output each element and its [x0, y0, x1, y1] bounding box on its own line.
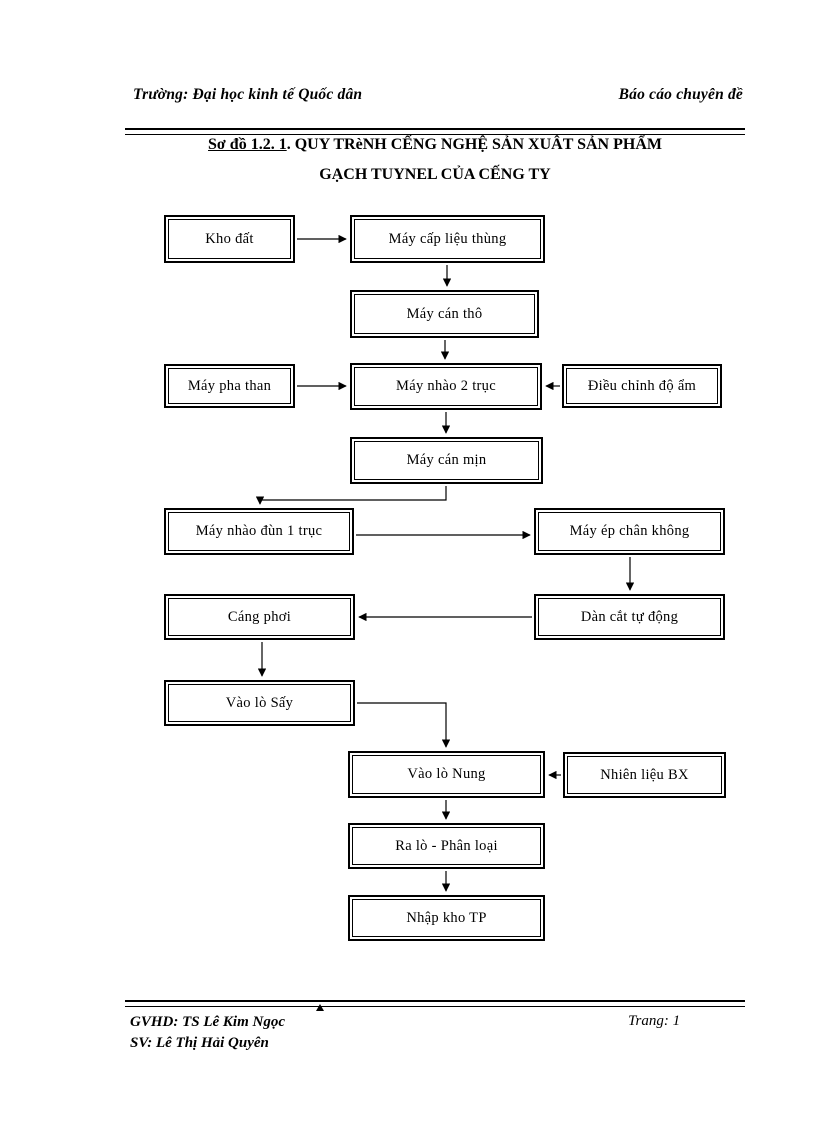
flow-node-nhap-kho-tp: Nhập kho TP: [348, 895, 545, 941]
footer-student: SV: Lê Thị Hải Quyên: [130, 1035, 269, 1051]
header-school: Trường: Đại học kinh tế Quốc dân: [133, 86, 363, 103]
flow-node-label: Máy nhào 2 trục: [354, 367, 538, 406]
header-report-type: Báo cáo chuyên đề: [618, 86, 743, 103]
flow-node-label: Máy ép chân không: [538, 512, 721, 551]
flow-node-kho-dat: Kho đất: [164, 215, 295, 263]
flow-node-label: Máy nhào đùn 1 trục: [168, 512, 350, 551]
flow-node-may-cap-lieu-thung: Máy cấp liệu thùng: [350, 215, 545, 263]
flow-node-label: Máy cán mịn: [354, 441, 539, 480]
flow-node-ra-lo-phan-loai: Ra lò - Phân loại: [348, 823, 545, 869]
flow-node-may-can-min: Máy cán mịn: [350, 437, 543, 484]
flow-node-may-ep-chan-khong: Máy ép chân không: [534, 508, 725, 555]
flow-node-label: Vào lò Nung: [352, 755, 541, 794]
page-title-rest: . QUY TRèNH CẾNG NGHỆ SẢN XUÂT SẢN PHẨM: [286, 136, 662, 153]
flow-node-label: Nhiên liệu BX: [567, 756, 722, 794]
footer-divider: [125, 1000, 745, 1007]
footer-supervisor: GVHD: TS Lê Kim Ngọc: [130, 1014, 285, 1030]
flow-node-dan-cat-tu-dong: Dàn cắt tự động: [534, 594, 725, 640]
flow-node-label: Dàn cắt tự động: [538, 598, 721, 636]
footer-marker-icon: [316, 1004, 324, 1011]
footer-page-number: Trang: 1: [628, 1013, 681, 1029]
flow-node-cang-phoi: Cáng phơi: [164, 594, 355, 640]
flow-node-label: Máy cán thô: [354, 294, 535, 334]
flow-node-may-can-tho: Máy cán thô: [350, 290, 539, 338]
flow-node-may-nhao-2-truc: Máy nhào 2 trục: [350, 363, 542, 410]
flow-node-label: Ra lò - Phân loại: [352, 827, 541, 865]
flow-node-may-pha-than: Máy pha than: [164, 364, 295, 408]
schema-number: Sơ đồ 1.2. 1: [208, 136, 287, 153]
flow-node-may-nhao-dun-1-truc: Máy nhào đùn 1 trục: [164, 508, 354, 555]
flow-node-label: Máy cấp liệu thùng: [354, 219, 541, 259]
page-title-line-1: Sơ đồ 1.2. 1. QUY TRèNH CẾNG NGHỆ SẢN XU…: [125, 136, 745, 154]
flow-node-label: Nhập kho TP: [352, 899, 541, 937]
flow-node-label: Kho đất: [168, 219, 291, 259]
edge-vao-lo-say-to-vao-lo-nung: [357, 702, 451, 748]
flow-node-label: Cáng phơi: [168, 598, 351, 636]
footer-authors: GVHD: TS Lê Kim Ngọc SV: Lê Thị Hải Quyê…: [130, 1012, 285, 1054]
page-header: Trường: Đại học kinh tế Quốc dân Báo cáo…: [133, 86, 743, 104]
page-title-line-2: GẠCH TUYNEL CỦA CẾNG TY: [319, 166, 551, 183]
flow-node-vao-lo-nung: Vào lò Nung: [348, 751, 545, 798]
flow-node-label: Máy pha than: [168, 368, 291, 404]
flow-node-label: Vào lò Sấy: [168, 684, 351, 722]
flow-node-label: Điều chỉnh độ ẩm: [566, 368, 718, 404]
flow-node-nhien-lieu-bx: Nhiên liệu BX: [563, 752, 726, 798]
edge-may-can-min-to-may-nhao-dun-1-truc: [255, 486, 447, 505]
flow-node-dieu-chinh-do-am: Điều chỉnh độ ẩm: [562, 364, 722, 408]
header-divider: [125, 128, 745, 135]
flow-node-vao-lo-say: Vào lò Sấy: [164, 680, 355, 726]
